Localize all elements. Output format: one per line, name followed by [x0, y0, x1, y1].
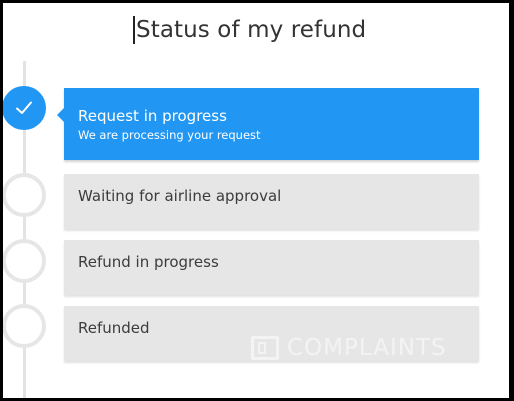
- complaints-watermark: COMPLAINTS: [251, 335, 447, 361]
- checkmark-icon: [16, 101, 32, 114]
- step-4-label: Refunded: [78, 319, 150, 337]
- timeline-line: [23, 61, 26, 398]
- step-1-label: Request in progress: [78, 106, 227, 125]
- step-1-subtitle: We are processing your request: [78, 127, 261, 142]
- page-title-wrap: Status of my refund: [133, 13, 366, 47]
- text-cursor: [133, 16, 135, 44]
- step-card-waiting-for-airline-approval: Waiting for airline approval: [64, 174, 479, 229]
- step-card-refunded: Refunded: [64, 306, 479, 361]
- step-2-label: Waiting for airline approval: [78, 187, 282, 205]
- step-2-node: [3, 173, 46, 217]
- step-card-refund-in-progress: Refund in progress: [64, 240, 479, 295]
- step-4-node: [3, 304, 46, 348]
- watermark-text: COMPLAINTS: [287, 335, 447, 361]
- step-card-request-in-progress: Request in progress We are processing yo…: [57, 88, 479, 160]
- refund-status-panel: Status of my refund Request in progress …: [3, 3, 509, 398]
- step-3-label: Refund in progress: [78, 253, 219, 271]
- document-box-icon: [251, 336, 279, 360]
- step-3-node: [3, 239, 46, 283]
- page-title: Status of my refund: [136, 17, 367, 43]
- step-1-node: [3, 86, 46, 130]
